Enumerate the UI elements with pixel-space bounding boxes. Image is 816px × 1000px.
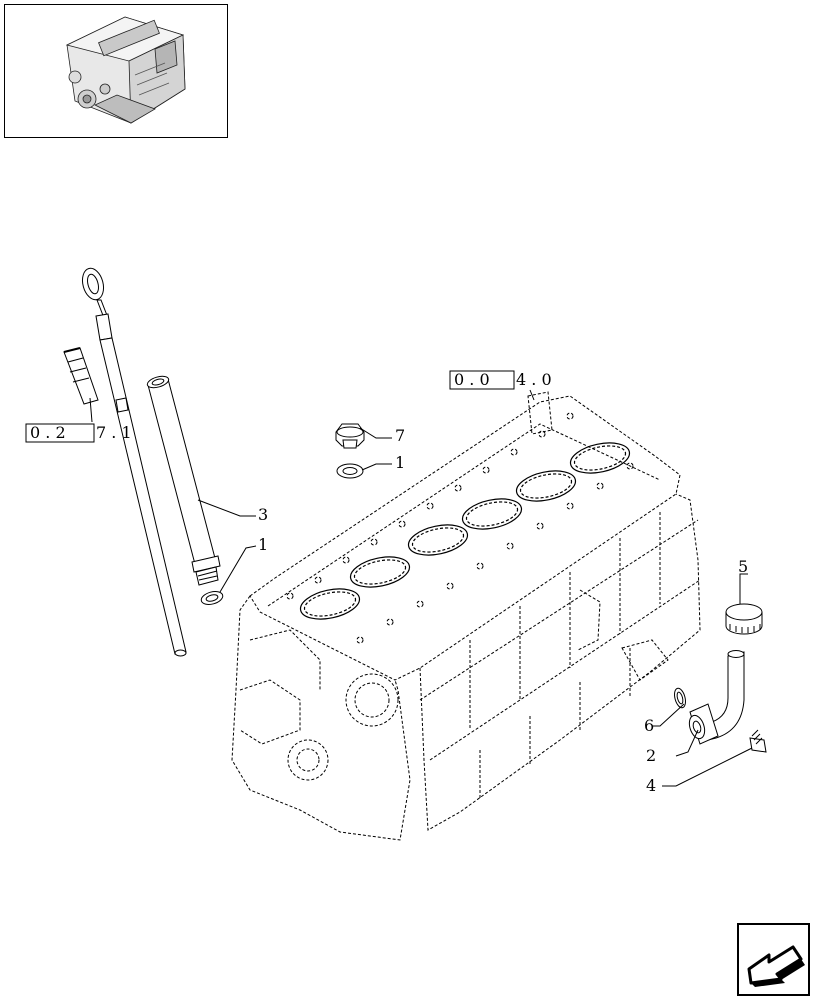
previous-page-arrow-icon bbox=[747, 945, 805, 987]
reference-004-0[interactable]: 0 . 0 4 . 0 bbox=[449, 370, 552, 390]
callout-1-tube-washer: 1 bbox=[258, 535, 268, 554]
callout-5: 5 bbox=[738, 557, 748, 576]
callout-4: 4 bbox=[646, 776, 656, 795]
callout-7: 7 bbox=[395, 426, 405, 445]
filler-cap[interactable] bbox=[725, 603, 763, 635]
engine-thumbnail-icon bbox=[65, 16, 186, 124]
callout-3: 3 bbox=[258, 505, 268, 524]
tube-washer[interactable] bbox=[200, 589, 224, 606]
callout-6: 6 bbox=[644, 716, 654, 735]
callout-leaders bbox=[197, 427, 753, 787]
reference-boxed-text: 0 . 2 bbox=[30, 423, 66, 442]
filler-pipe[interactable] bbox=[687, 650, 745, 745]
previous-page-button[interactable] bbox=[737, 923, 810, 996]
dipstick[interactable] bbox=[79, 266, 187, 657]
reference-leader bbox=[529, 389, 535, 401]
reference-027-1[interactable]: 0 . 2 7 . 1 bbox=[25, 423, 132, 443]
dipstick-guide[interactable] bbox=[63, 347, 99, 405]
reference-boxed-text: 0 . 0 bbox=[454, 370, 490, 389]
drain-plug[interactable] bbox=[335, 423, 365, 449]
engine-block bbox=[231, 391, 701, 841]
reference-leader bbox=[89, 397, 93, 423]
engine-thumbnail[interactable] bbox=[4, 4, 228, 138]
reference-rest-text: 7 . 1 bbox=[96, 423, 132, 442]
plug-washer[interactable] bbox=[336, 463, 364, 479]
dipstick-tube[interactable] bbox=[146, 374, 221, 586]
callout-2: 2 bbox=[646, 746, 656, 765]
callout-1-washer: 1 bbox=[395, 453, 405, 472]
screw[interactable] bbox=[749, 729, 767, 753]
reference-rest-text: 4 . 0 bbox=[516, 370, 552, 389]
o-ring[interactable] bbox=[673, 687, 688, 709]
cylinder-bores bbox=[299, 442, 631, 620]
